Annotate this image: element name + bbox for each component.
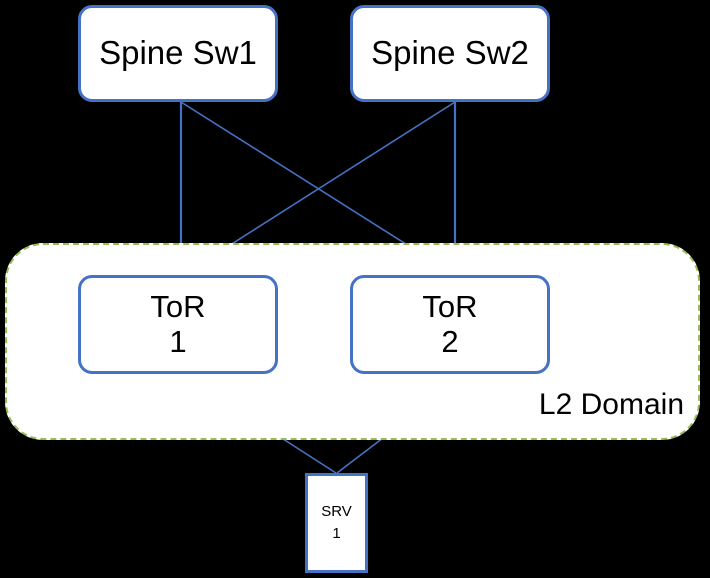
node-tor-2-label-line1: ToR <box>422 288 478 324</box>
node-spine-sw1[interactable]: Spine Sw1 <box>78 5 278 102</box>
node-tor-1-label-line2: 1 <box>169 323 187 359</box>
node-spine-sw2[interactable]: Spine Sw2 <box>350 5 550 102</box>
l2-domain-label: L2 Domain <box>538 388 684 421</box>
node-srv-1-label-line2: 1 <box>332 525 341 542</box>
node-tor-2[interactable]: ToR 2 <box>350 275 550 374</box>
node-srv-1-label-line1: SRV <box>321 502 352 520</box>
node-tor-2-label-line2: 2 <box>441 323 459 359</box>
node-tor-1-label-line1: ToR <box>150 288 206 324</box>
node-tor-1[interactable]: ToR 1 <box>78 275 278 374</box>
node-srv-1[interactable]: SRV 1 <box>305 473 368 573</box>
node-spine-sw1-label: Spine Sw1 <box>99 34 257 72</box>
node-spine-sw2-label: Spine Sw2 <box>371 34 529 72</box>
